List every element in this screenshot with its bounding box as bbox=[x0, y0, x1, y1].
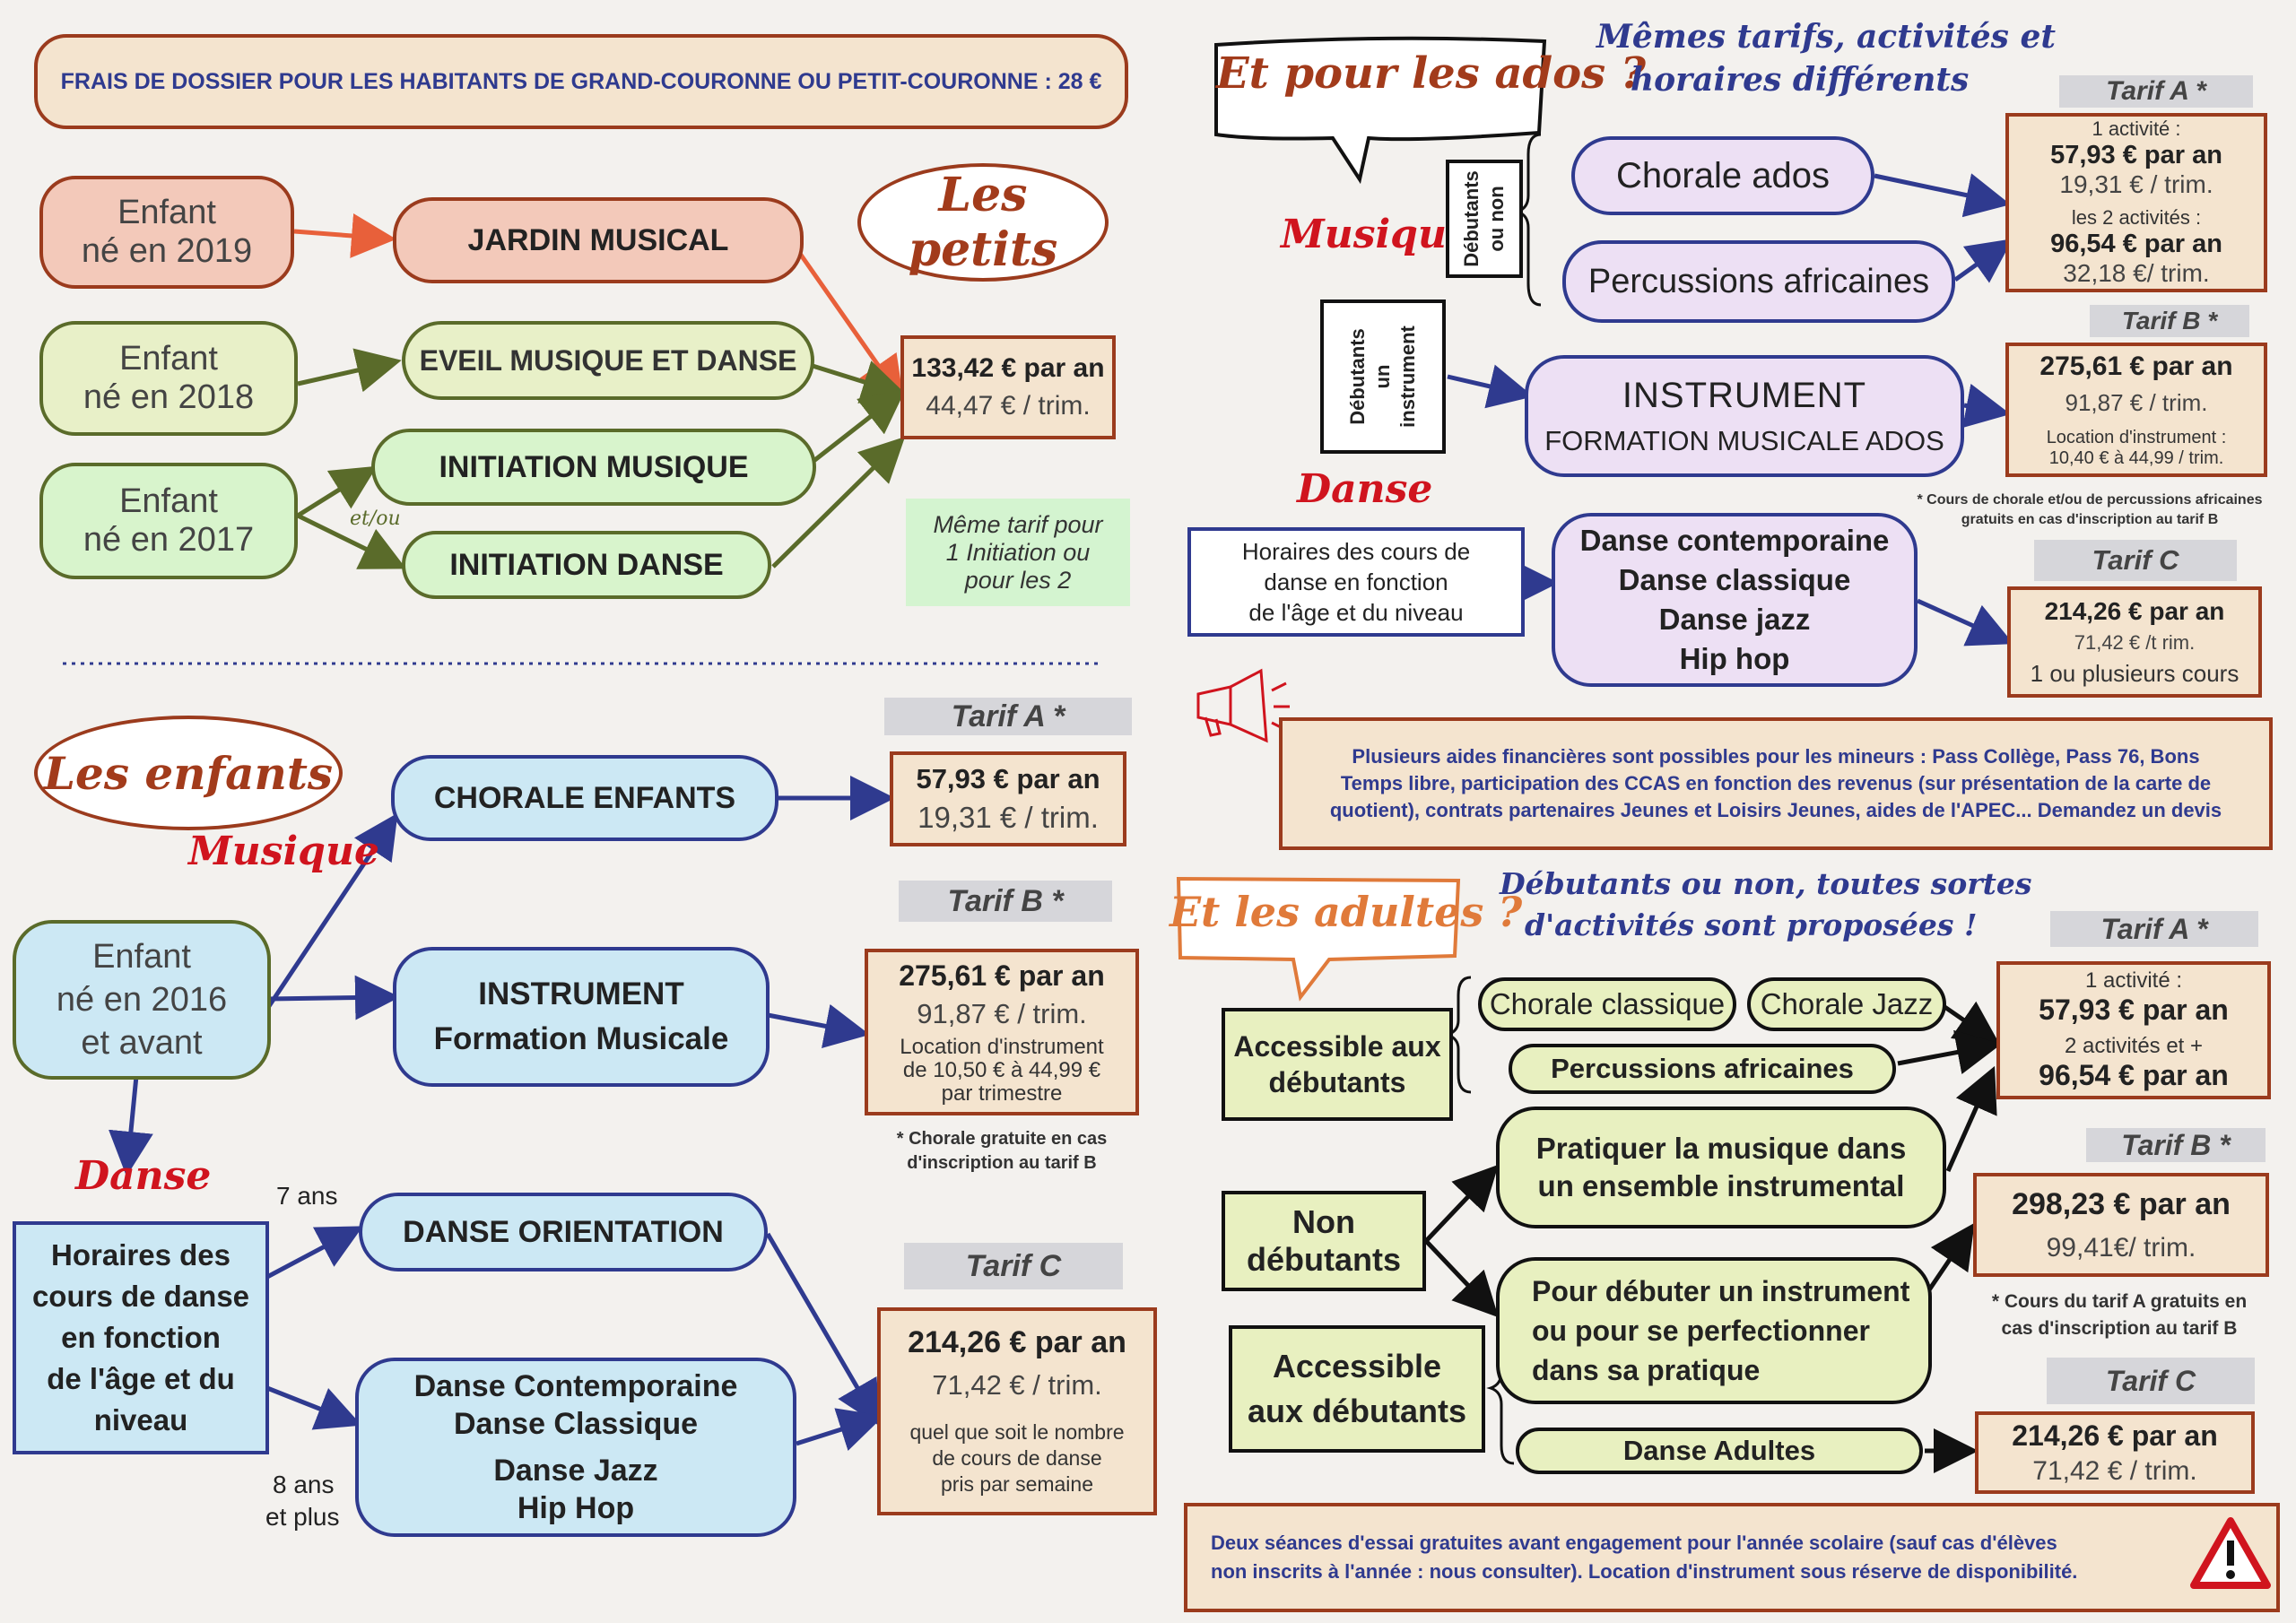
petits-price-box: 133,42 € par an 44,47 € / trim. bbox=[900, 335, 1116, 439]
accessible-debutants-box-1: Accessible aux débutants bbox=[1222, 1008, 1453, 1121]
age-8-label-1: 8 ans bbox=[273, 1471, 335, 1498]
chorale-ados-box: Chorale ados bbox=[1571, 136, 1874, 215]
ados-tarif-c-header: Tarif C bbox=[2034, 540, 2237, 581]
age-7-label: 7 ans bbox=[276, 1182, 338, 1210]
age-8-label-2: et plus bbox=[265, 1503, 340, 1531]
ados-musique-label: Musique bbox=[1281, 212, 1472, 257]
enfants-tarif-c-header: Tarif C bbox=[904, 1243, 1123, 1289]
initiation-danse-box: INITIATION DANSE bbox=[402, 531, 771, 599]
instrument-ados-box: INSTRUMENT FORMATION MUSICALE ADOS bbox=[1525, 355, 1964, 477]
adultes-speech-bubble bbox=[1176, 876, 1461, 1002]
enfants-tarif-c-price: 214,26 € par an 71,42 € / trim. quel que… bbox=[877, 1307, 1157, 1515]
enfant-2019-box: Enfant né en 2019 bbox=[39, 176, 294, 289]
les-enfants-title: Les enfants bbox=[34, 716, 343, 830]
debuter-instrument-box: Pour débuter un instrument ou pour se pe… bbox=[1496, 1257, 1932, 1404]
debutants-ou-non-box: Débutants ou non bbox=[1446, 160, 1523, 278]
percussions-adultes-box: Percussions africaines bbox=[1509, 1044, 1896, 1094]
enfant-2018-box: Enfant né en 2018 bbox=[39, 321, 298, 436]
danses-enfants-box: Danse Contemporaine Danse Classique Dans… bbox=[355, 1358, 796, 1537]
fees-banner: FRAIS DE DOSSIER POUR LES HABITANTS DE G… bbox=[34, 34, 1128, 129]
enfant-2017-box: Enfant né en 2017 bbox=[39, 463, 298, 579]
les-petits-title: Les petits bbox=[857, 163, 1109, 282]
percussions-ados-box: Percussions africaines bbox=[1562, 240, 1955, 323]
ados-bubble-text: Et pour les ados ? bbox=[1216, 48, 1646, 99]
same-tarif-note: Même tarif pour 1 Initiation ou pour les… bbox=[906, 499, 1130, 606]
adultes-tarif-b-note: * Cours du tarif A gratuits en cas d'ins… bbox=[1991, 1291, 2248, 1339]
enfants-tarif-b-header: Tarif B * bbox=[899, 881, 1112, 922]
enfants-tarif-a-header: Tarif A * bbox=[884, 698, 1132, 735]
ados-tarif-a-price: 1 activité : 57,93 € par an 19,31 € / tr… bbox=[2005, 113, 2267, 292]
ados-horaires-box: Horaires des cours de danse en fonction … bbox=[1187, 527, 1525, 637]
megaphone-icon bbox=[1196, 668, 1290, 743]
adultes-bubble-text: Et les adultes ? bbox=[1170, 888, 1523, 936]
ados-same-line-2: horaires différents bbox=[1631, 61, 1970, 99]
adultes-tarif-a-price: 1 activité : 57,93 € par an 2 activités … bbox=[1996, 961, 2271, 1099]
ados-tarif-a-header: Tarif A * bbox=[2059, 75, 2253, 108]
adultes-sub-line-1: Débutants ou non, toutes sortes bbox=[1500, 866, 2032, 901]
musique-label: Musique bbox=[188, 829, 379, 874]
ados-danses-box: Danse contemporaine Danse classique Dans… bbox=[1552, 513, 1918, 687]
danse-label: Danse bbox=[75, 1153, 212, 1199]
ados-danse-label: Danse bbox=[1297, 466, 1433, 512]
adultes-tarif-a-header: Tarif A * bbox=[2050, 911, 2258, 947]
initiation-musique-box: INITIATION MUSIQUE bbox=[371, 429, 816, 506]
chorale-classique-box: Chorale classique bbox=[1478, 977, 1736, 1031]
instrument-enfants-box: INSTRUMENT Formation Musicale bbox=[393, 947, 770, 1087]
enfants-tarif-b-price: 275,61 € par an 91,87 € / trim. Location… bbox=[865, 949, 1139, 1115]
danse-adultes-box: Danse Adultes bbox=[1516, 1428, 1923, 1474]
adultes-tarif-b-price: 298,23 € par an 99,41€/ trim. bbox=[1973, 1173, 2269, 1277]
footer-banner: Deux séances d'essai gratuites avant eng… bbox=[1184, 1503, 2280, 1612]
warning-icon bbox=[2190, 1517, 2271, 1589]
non-debutants-box: Non débutants bbox=[1222, 1191, 1426, 1291]
horaires-danse-box: Horaires des cours de danse en fonction … bbox=[13, 1221, 269, 1454]
aides-banner: Plusieurs aides financières sont possibl… bbox=[1279, 717, 2273, 850]
adultes-tarif-b-header: Tarif B * bbox=[2086, 1128, 2266, 1162]
enfant-2016-box: Enfant né en 2016 et avant bbox=[13, 920, 271, 1080]
ados-same-line-1: Mêmes tarifs, activités et bbox=[1596, 18, 2056, 56]
ados-tarif-b-price: 275,61 € par an 91,87 € / trim. Location… bbox=[2005, 343, 2267, 477]
accessible-debutants-box-2: Accessible aux débutants bbox=[1229, 1325, 1485, 1453]
ados-speech-bubble bbox=[1214, 36, 1547, 185]
enfants-tarif-a-price: 57,93 € par an 19,31 € / trim. bbox=[890, 751, 1126, 846]
adultes-tarif-c-header: Tarif C bbox=[2047, 1358, 2255, 1404]
chorale-enfants-box: CHORALE ENFANTS bbox=[391, 755, 778, 841]
ados-tarif-b-header: Tarif B * bbox=[2090, 305, 2249, 337]
ados-tarif-c-price: 214,26 € par an 71,42 € /t rim. 1 ou plu… bbox=[2007, 586, 2262, 698]
danse-orientation-box: DANSE ORIENTATION bbox=[359, 1193, 768, 1271]
enfants-tarif-b-note: * Chorale gratuite en cas d'inscription … bbox=[896, 1129, 1108, 1173]
ados-tarif-b-note: * Cours de chorale et/ou de percussions … bbox=[1917, 492, 2263, 527]
adultes-tarif-c-price: 214,26 € par an 71,42 € / trim. bbox=[1975, 1411, 2255, 1494]
adultes-sub-line-2: d'activités sont proposées ! bbox=[1525, 907, 1978, 942]
ensemble-instrumental-box: Pratiquer la musique dans un ensemble in… bbox=[1496, 1107, 1946, 1228]
chorale-jazz-box: Chorale Jazz bbox=[1747, 977, 1946, 1031]
eveil-musique-danse-box: EVEIL MUSIQUE ET DANSE bbox=[402, 321, 814, 400]
et-ou-label: et/ou bbox=[350, 508, 401, 530]
debutants-un-instrument-box: Débutants un instrument bbox=[1320, 299, 1446, 454]
jardin-musical-box: JARDIN MUSICAL bbox=[393, 197, 804, 283]
